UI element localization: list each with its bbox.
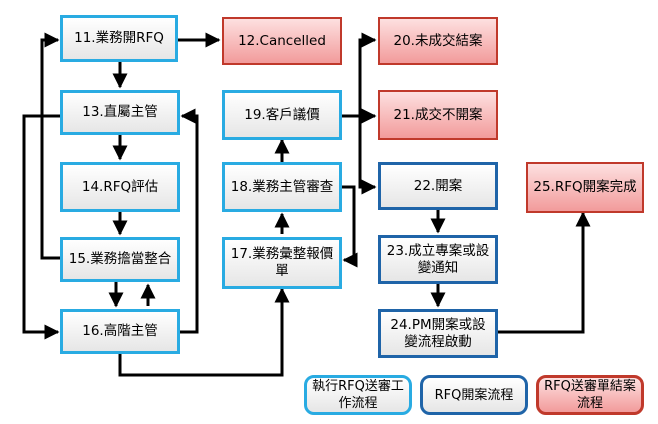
node-24[interactable]: 24.PM開案或設變流程啟動	[378, 309, 498, 358]
node-12-label: 12.Cancelled	[238, 32, 326, 49]
legend-cyan: 執行RFQ送審工作流程	[304, 375, 412, 415]
node-19-label: 19.客戶議價	[244, 106, 320, 123]
node-16-label: 16.高階主管	[82, 323, 158, 339]
node-20[interactable]: 20.未成交結案	[378, 17, 498, 65]
node-15[interactable]: 15.業務擔當整合	[60, 237, 180, 282]
node-25[interactable]: 25.RFQ開案完成	[526, 162, 644, 213]
node-14[interactable]: 14.RFQ評估	[60, 162, 180, 212]
node-13[interactable]: 13.直屬主管	[60, 90, 180, 135]
arrow-16-to-17	[118, 287, 290, 377]
node-17-label: 17.業務彙整報價單	[230, 246, 334, 279]
node-17[interactable]: 17.業務彙整報價單	[222, 237, 342, 289]
node-14-label: 14.RFQ評估	[81, 178, 159, 195]
legend-blue-label: RFQ開案流程	[434, 387, 514, 403]
legend-red-label: RFQ送審單結案流程	[544, 379, 636, 411]
arrow-15-to-11	[40, 32, 60, 260]
legend-blue: RFQ開案流程	[420, 375, 528, 415]
arrow-13-to-16	[22, 114, 60, 340]
arrow-16-to-13	[180, 108, 199, 334]
node-21[interactable]: 21.成交不開案	[378, 90, 498, 140]
arrow-18-to-17	[342, 185, 358, 268]
node-19[interactable]: 19.客戶議價	[222, 90, 342, 140]
node-21-label: 21.成交不開案	[393, 106, 483, 123]
node-11-label: 11.業務開RFQ	[74, 30, 164, 46]
arrow-24-to-25	[498, 211, 591, 334]
legend-red: RFQ送審單結案流程	[536, 375, 644, 415]
node-15-label: 15.業務擔當整合	[68, 251, 172, 267]
node-22[interactable]: 22.開案	[378, 162, 498, 210]
arrow-19-to-22	[358, 116, 377, 195]
legend-cyan-label: 執行RFQ送審工作流程	[312, 379, 404, 411]
node-23[interactable]: 23.成立專案或設變通知	[378, 235, 498, 284]
node-11[interactable]: 11.業務開RFQ	[60, 15, 178, 62]
node-22-label: 22.開案	[413, 177, 463, 194]
node-13-label: 13.直屬主管	[82, 104, 158, 120]
node-18-label: 18.業務主管審查	[230, 178, 334, 195]
node-16[interactable]: 16.高階主管	[60, 309, 180, 354]
node-18[interactable]: 18.業務主管審查	[222, 162, 342, 212]
node-25-label: 25.RFQ開案完成	[533, 179, 637, 195]
node-24-label: 24.PM開案或設變流程啟動	[390, 316, 486, 350]
arrow-19-to-20	[358, 32, 377, 116]
node-12[interactable]: 12.Cancelled	[222, 17, 342, 65]
node-20-label: 20.未成交結案	[393, 32, 483, 49]
node-23-label: 23.成立專案或設變通知	[386, 242, 490, 276]
